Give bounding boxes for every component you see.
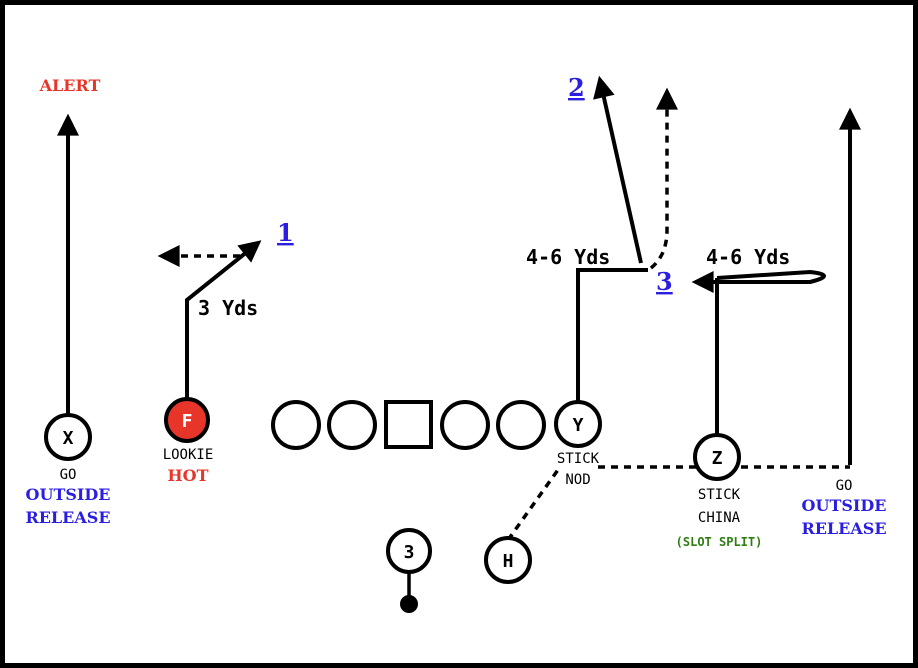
f-route (185, 240, 262, 400)
player-z-letter: Z (712, 448, 723, 469)
far-release-label-1: OUTSIDE (802, 496, 887, 515)
player-x (44, 413, 92, 461)
y-route-label-1: STICK (557, 451, 600, 467)
far-release-label-2: RELEASE (801, 519, 886, 538)
f-route-label: LOOKIE (163, 447, 214, 463)
player-y (554, 400, 602, 448)
x-release-label-1: OUTSIDE (26, 485, 111, 504)
z-depth-label: 4-6 Yds (706, 245, 790, 269)
f-depth-label: 3 Yds (198, 296, 258, 320)
y-nod-route (593, 75, 643, 264)
football-dot (400, 595, 418, 613)
player-y-letter: Y (573, 415, 584, 436)
player-f (164, 397, 210, 443)
read-2-label: 2 (568, 73, 585, 102)
y-stick-route (576, 268, 648, 402)
player-h-letter: H (503, 551, 514, 572)
z-route-label-2: CHINA (698, 510, 741, 526)
right-tackle (496, 400, 546, 450)
left-guard (327, 400, 377, 450)
alert-label: ALERT (39, 76, 101, 95)
center (384, 400, 433, 449)
player-h (484, 536, 532, 584)
y-route-label-2: NOD (565, 472, 590, 488)
player-x-letter: X (63, 428, 74, 449)
z-route-label-1: STICK (698, 487, 741, 503)
x-route-label: GO (60, 467, 77, 483)
player-qb-number: 3 (404, 542, 415, 563)
left-tackle (271, 400, 321, 450)
read-3-label: 3 (656, 267, 673, 296)
right-guard (440, 400, 490, 450)
x-release-label-2: RELEASE (25, 508, 110, 527)
play-board (5, 5, 913, 663)
z-china-route (691, 269, 826, 293)
far-route-label: GO (836, 478, 853, 494)
y-depth-label: 4-6 Yds (526, 245, 610, 269)
z-china-option-route (649, 87, 678, 270)
z-slot-split-note: (SLOT SPLIT) (676, 535, 763, 549)
player-z (693, 433, 741, 481)
player-f-letter: F (182, 411, 193, 432)
read-1-label: 1 (277, 218, 294, 247)
player-qb (386, 528, 432, 574)
f-hot-label: HOT (168, 466, 209, 485)
h-motion-line (506, 465, 562, 542)
